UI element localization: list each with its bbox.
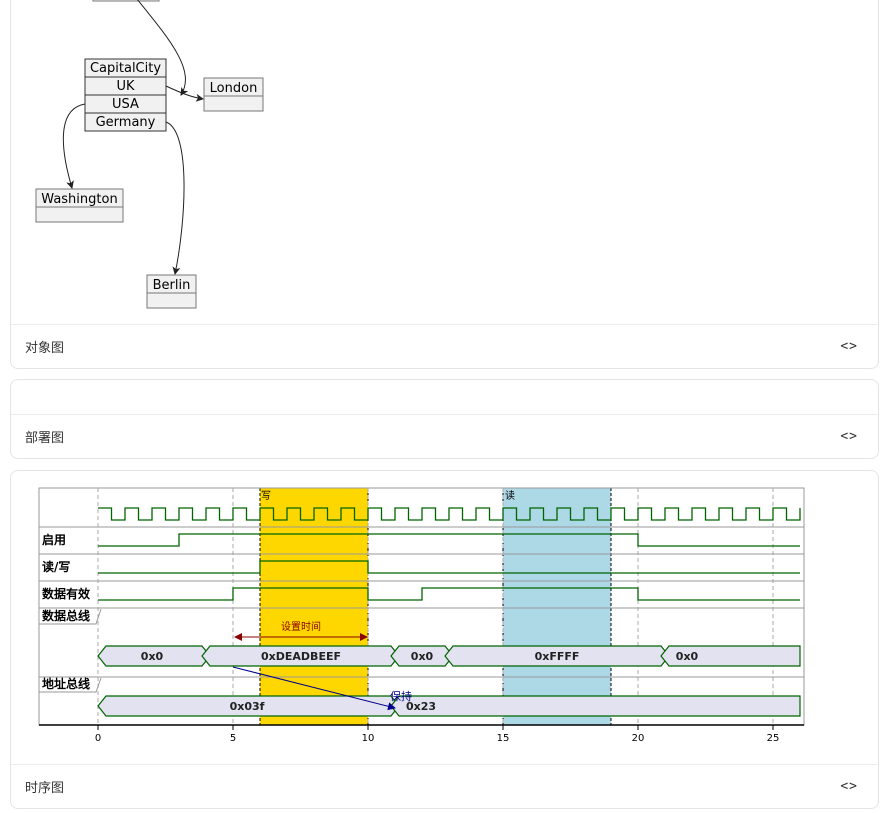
timing-diagram-footer: 时序图 <>: [11, 764, 878, 808]
usa-to-washington-arrow: [62, 103, 86, 189]
enable-wave: [98, 533, 800, 547]
deployment-diagram-title: 部署图: [25, 431, 65, 446]
map-row-usa: USA: [112, 97, 139, 112]
timing-diagram-title: 时序图: [25, 781, 65, 796]
object-diagram-card: CapitalCity UK USA Germany London Washin…: [10, 0, 879, 369]
object-london: London: [203, 77, 264, 112]
map-row-capitalcity: CapitalCity: [90, 61, 161, 76]
data-valid-wave: [98, 587, 800, 601]
data-bus-segment: [660, 645, 801, 667]
axis-tick-label: 5: [230, 733, 236, 744]
rw-wave: [98, 560, 800, 574]
code-toggle-icon[interactable]: <>: [840, 429, 858, 444]
data-bus-value: 0x0: [676, 650, 699, 663]
object-washington: Washington: [35, 188, 124, 223]
object-diagram: CapitalCity UK USA Germany London Washin…: [35, 0, 264, 309]
signal-label-addr-bus: 地址总线: [42, 676, 90, 691]
signal-label-data-bus: 数据总线: [42, 608, 90, 623]
addr-bus-segment: [390, 695, 801, 717]
map-row-germany: Germany: [96, 115, 156, 130]
code-toggle-icon[interactable]: <>: [840, 339, 858, 354]
axis-tick-label: 20: [632, 733, 645, 744]
timing-diagram: 写 读 启用 读/写 数据有效 数据总线 地址总线 0x0 0xDEADBEEF…: [38, 487, 805, 744]
svg-text:London: London: [210, 81, 258, 96]
highlight-label-write: 写: [261, 490, 271, 502]
object-diagram-footer: 对象图 <>: [11, 324, 878, 368]
data-bus-value: 0x0: [411, 650, 434, 663]
highlight-label-read: 读: [505, 489, 515, 502]
uk-to-london-arrow: [165, 85, 204, 102]
code-toggle-icon[interactable]: <>: [840, 779, 858, 794]
addr-bus-value: 0x03f: [230, 700, 265, 713]
highlight-region: [260, 488, 368, 725]
data-bus-value: 0xFFFF: [535, 650, 580, 663]
object-diagram-title: 对象图: [25, 341, 65, 356]
addr-bus-value: 0x23: [406, 700, 436, 713]
svg-text:Washington: Washington: [41, 192, 117, 207]
axis-tick-label: 15: [497, 733, 510, 744]
svg-text:Berlin: Berlin: [153, 278, 191, 293]
cut-off-object: [92, 0, 160, 2]
timing-diagram-card: 写 读 启用 读/写 数据有效 数据总线 地址总线 0x0 0xDEADBEEF…: [10, 470, 879, 809]
axis-tick-label: 10: [362, 733, 375, 744]
setup-time-label: 设置时间: [281, 620, 321, 633]
deployment-diagram-card: 部署图 <>: [10, 379, 879, 459]
link-arrow: [137, 0, 189, 96]
hold-arrow: [232, 666, 396, 711]
highlight-region: [503, 488, 611, 725]
germany-to-berlin-arrow: [165, 121, 185, 275]
hold-label: 保持: [390, 689, 412, 703]
data-bus-value: 0x0: [141, 650, 164, 663]
axis-tick-label: 25: [767, 733, 780, 744]
signal-label-data-valid: 数据有效: [42, 586, 91, 601]
signal-label-rw: 读/写: [42, 559, 70, 574]
data-bus-value: 0xDEADBEEF: [261, 650, 341, 663]
axis-tick-label: 0: [95, 733, 101, 744]
timing-frame: [38, 487, 805, 726]
map-row-uk: UK: [116, 79, 135, 94]
deployment-diagram-footer: 部署图 <>: [11, 414, 878, 458]
object-berlin: Berlin: [146, 274, 197, 309]
map-object-capitalcity: CapitalCity UK USA Germany: [84, 58, 167, 132]
clock-wave: [98, 507, 801, 521]
signal-label-enable: 启用: [42, 532, 66, 547]
